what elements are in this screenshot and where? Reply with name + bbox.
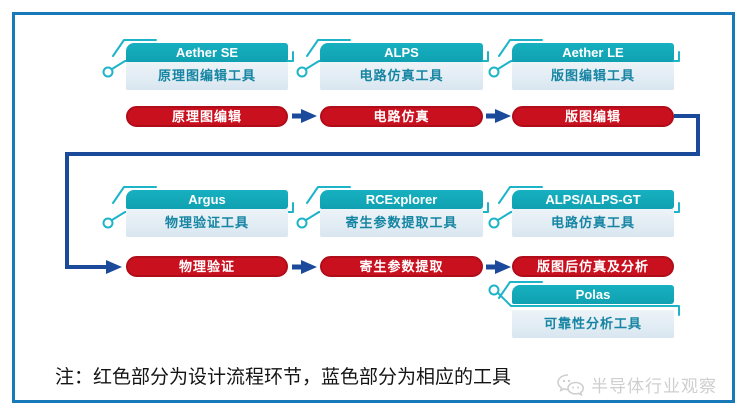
- legend-note: 注：红色部分为设计流程环节，蓝色部分为相应的工具: [55, 367, 512, 388]
- tool-name: Aether LE: [512, 43, 674, 62]
- step-circuit-sim: 电路仿真: [320, 106, 483, 127]
- watermark-text: 半导体行业观察: [591, 377, 717, 396]
- tool-desc: 可靠性分析工具: [512, 310, 674, 338]
- wechat-icon: [557, 373, 585, 396]
- tool-desc: 物理验证工具: [126, 209, 288, 237]
- tool-name: ALPS: [320, 43, 483, 62]
- step-post-layout-sim: 版图后仿真及分析: [512, 256, 674, 277]
- tool-box-rcexplorer: RCExplorer 寄生参数提取工具: [320, 190, 483, 237]
- tool-box-alps: ALPS 电路仿真工具: [320, 43, 483, 90]
- tool-name: ALPS/ALPS-GT: [512, 190, 674, 209]
- tool-desc: 电路仿真工具: [512, 209, 674, 237]
- tool-name: Aether SE: [126, 43, 288, 62]
- tool-box-aether-se: Aether SE 原理图编辑工具: [126, 43, 288, 90]
- watermark: 半导体行业观察: [556, 372, 717, 397]
- tool-desc: 版图编辑工具: [512, 62, 674, 90]
- tool-desc: 电路仿真工具: [320, 62, 483, 90]
- step-parasitic-extract: 寄生参数提取: [320, 256, 483, 277]
- tool-name: Argus: [126, 190, 288, 209]
- step-physical-verify: 物理验证: [126, 256, 288, 277]
- tool-desc: 原理图编辑工具: [126, 62, 288, 90]
- tool-desc: 寄生参数提取工具: [320, 209, 483, 237]
- tool-name: RCExplorer: [320, 190, 483, 209]
- tool-box-aether-le: Aether LE 版图编辑工具: [512, 43, 674, 90]
- step-schematic-edit: 原理图编辑: [126, 106, 288, 127]
- tool-box-alps-gt: ALPS/ALPS-GT 电路仿真工具: [512, 190, 674, 237]
- outer-border: [12, 12, 735, 403]
- tool-box-polas: Polas 可靠性分析工具: [512, 285, 674, 338]
- tool-box-argus: Argus 物理验证工具: [126, 190, 288, 237]
- step-layout-edit: 版图编辑: [512, 106, 674, 127]
- tool-name: Polas: [512, 285, 674, 304]
